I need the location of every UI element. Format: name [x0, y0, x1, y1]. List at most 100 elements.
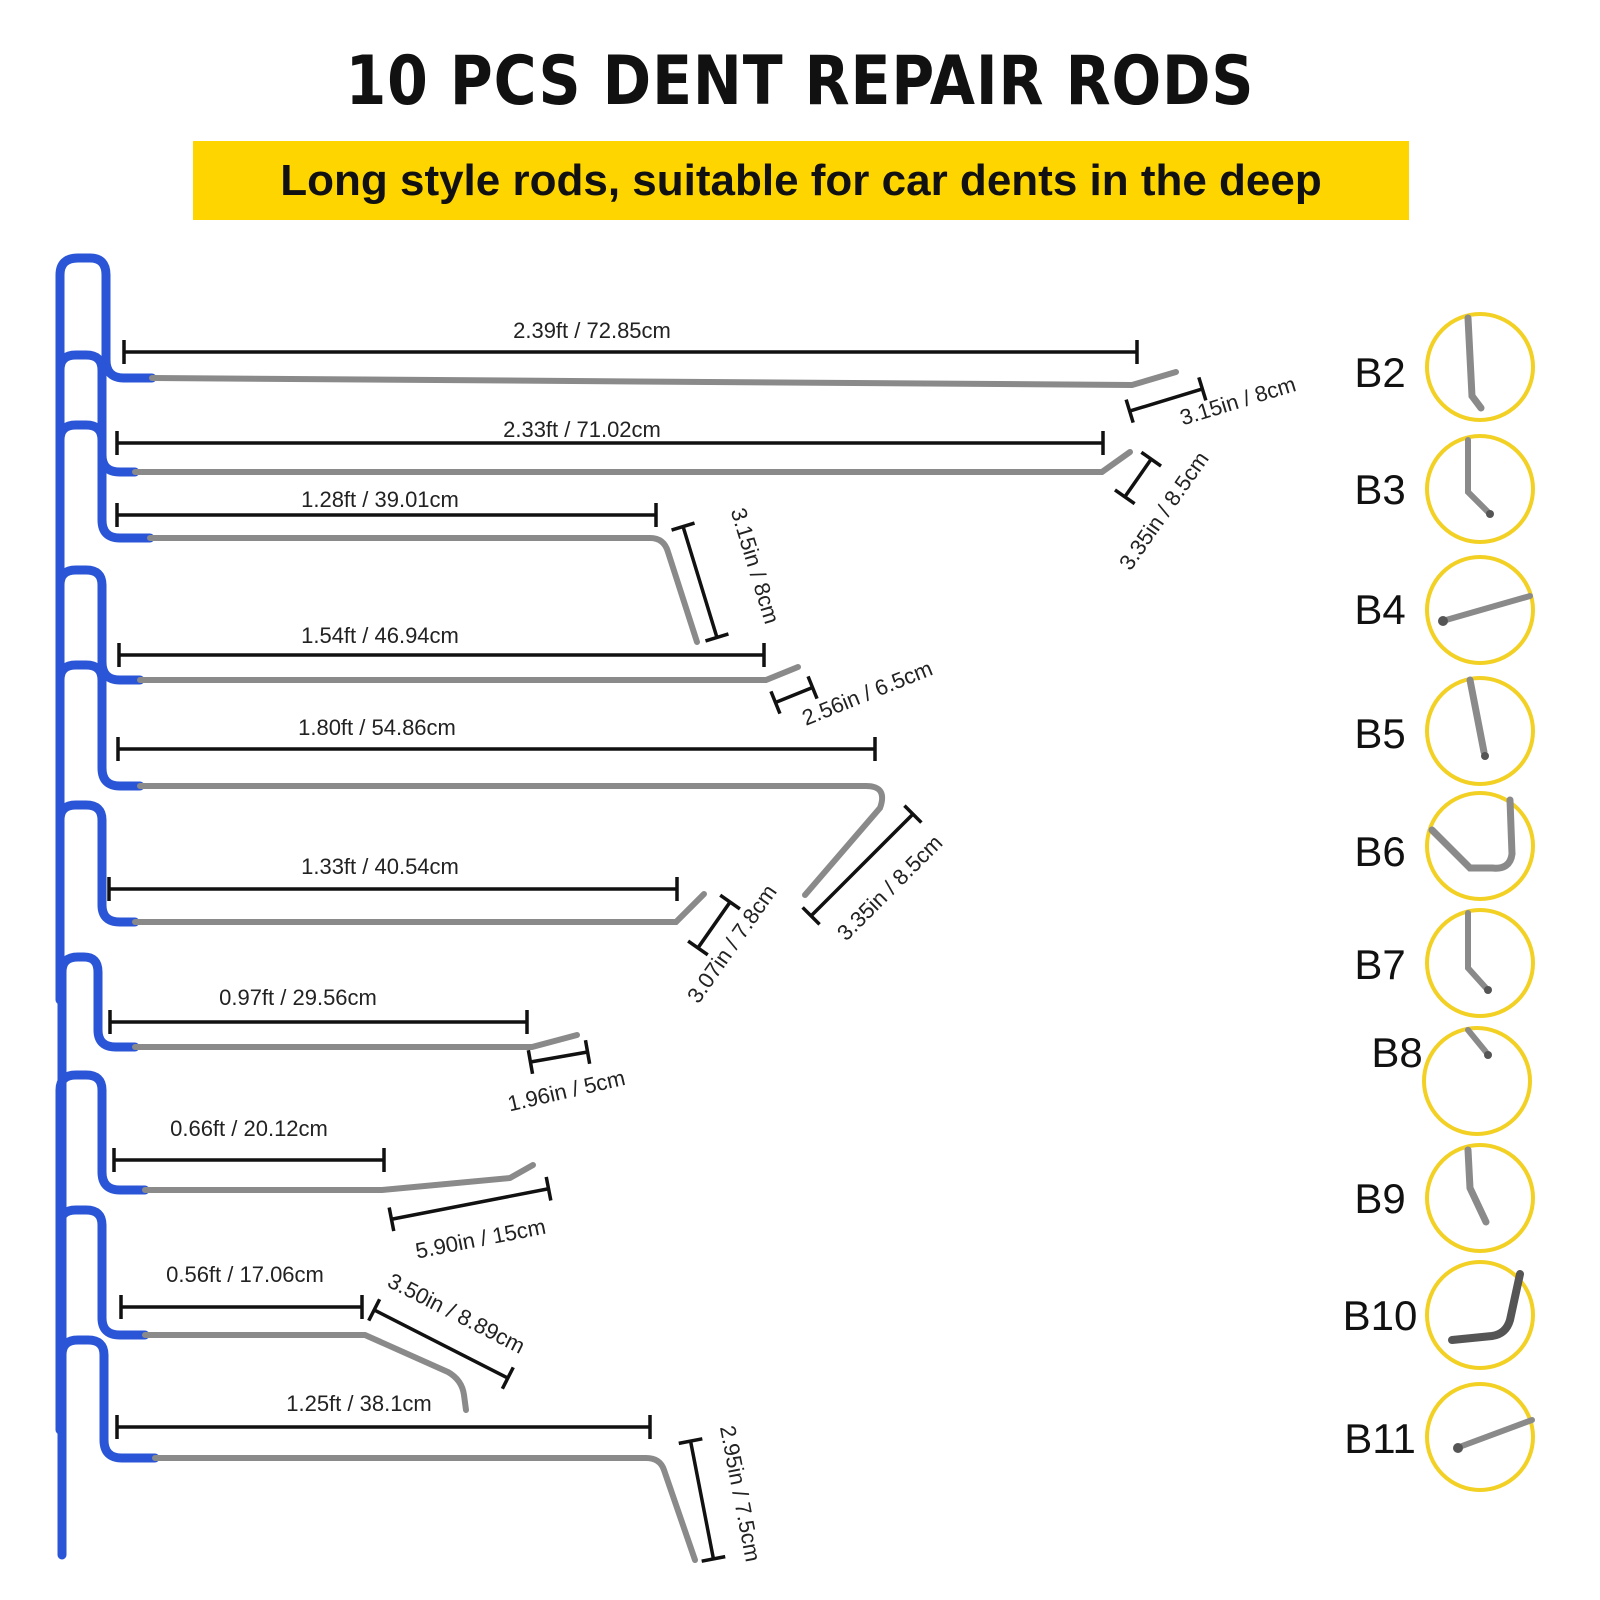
rod-b5-shaft: [137, 664, 801, 683]
rod-b7-shaft: [132, 891, 707, 925]
tip-b6: B6: [1354, 791, 1535, 901]
rod-b7-tip-dimension: [687, 893, 741, 957]
rod-b3-handle: [55, 350, 140, 985]
rod-b9-handle: [55, 1070, 150, 1430]
tip-b7-code: B7: [1354, 941, 1405, 988]
rod-b11-length-label: 1.25ft / 38.1cm: [286, 1391, 432, 1416]
tip-b7: B7: [1354, 908, 1535, 1018]
tip-b3-illustration: [1465, 437, 1491, 515]
rod-b10-handle: [55, 1205, 150, 1435]
tip-b5: B5: [1354, 676, 1535, 786]
tip-b9-circle: [1425, 1143, 1535, 1253]
tip-b10-illustration: [1448, 1270, 1524, 1344]
tip-b7-illustration: [1465, 910, 1489, 991]
tip-b2-illustration: [1464, 314, 1485, 412]
rod-b9-tip-label: 5.90in / 15cm: [413, 1214, 547, 1264]
tip-b7-ball: [1484, 986, 1492, 994]
rod-b8-handle: [57, 952, 140, 1415]
rod-b2-shaft: [149, 369, 1179, 389]
rod-b6-tip-dimension: [801, 804, 923, 926]
tip-b3: B3: [1354, 434, 1535, 544]
tip-b5-illustration: [1466, 676, 1488, 756]
tip-b9-code: B9: [1354, 1175, 1405, 1222]
rod-b8: 0.97ft / 29.56cm 1.96in / 5cm: [57, 952, 628, 1415]
rod-b8-tip-label: 1.96in / 5cm: [505, 1065, 627, 1116]
tip-b11: B11: [1344, 1382, 1535, 1492]
tip-b2-circle: [1425, 312, 1535, 422]
subtitle-banner: Long style rods, suitable for car dents …: [193, 141, 1409, 220]
rod-b5-handle: [55, 565, 145, 995]
tip-b8-circle: [1422, 1026, 1532, 1136]
rod-b4-tip-label: 3.15in / 8cm: [726, 505, 785, 627]
rod-b4-handle: [55, 420, 155, 990]
rod-b10-tip-dimension: [367, 1298, 515, 1390]
rod-b10-length-label: 0.56ft / 17.06cm: [166, 1262, 324, 1287]
rod-b11-tip-dimension: [678, 1437, 726, 1563]
rod-b9-length-label: 0.66ft / 20.12cm: [170, 1116, 328, 1141]
rod-b3-length-label: 2.33ft / 71.02cm: [503, 417, 661, 442]
rod-b8-tip-dimension: [526, 1039, 592, 1075]
rod-b2: 2.39ft / 72.85cm 3.15in / 8cm: [55, 253, 1299, 995]
rod-b8-shaft: [132, 1032, 580, 1050]
tip-b9-illustration: [1464, 1146, 1490, 1226]
tip-b11-code: B11: [1344, 1415, 1416, 1462]
rod-b11-tip-label: 2.95in / 7.5cm: [715, 1423, 766, 1563]
tip-b4-illustration: [1443, 593, 1533, 623]
rod-b2-tip-label: 3.15in / 8cm: [1177, 371, 1299, 430]
tip-b3-ball: [1486, 510, 1494, 518]
tip-b7-circle: [1425, 908, 1535, 1018]
tip-b9: B9: [1354, 1143, 1535, 1253]
tip-b5-ball: [1481, 752, 1489, 760]
rod-b3-tip-label: 3.35in / 8.5cm: [1114, 447, 1214, 575]
tip-b6-code: B6: [1354, 828, 1405, 875]
rod-b11-handle: [57, 1335, 160, 1560]
tip-b8-illustration: [1465, 1027, 1489, 1055]
rod-b3: 2.33ft / 71.02cm 3.35in / 8.5cm: [55, 350, 1214, 985]
tip-b4: B4: [1354, 555, 1535, 665]
tip-b10: B10: [1343, 1260, 1535, 1370]
rod-b11-shaft: [152, 1455, 698, 1563]
rod-b7-handle: [55, 800, 140, 1005]
banner-text: Long style rods, suitable for car dents …: [280, 156, 1322, 205]
tip-b4-ball: [1438, 616, 1448, 626]
tip-b6-illustration: [1428, 796, 1516, 872]
tip-b4-code: B4: [1354, 586, 1405, 633]
tip-b8: B8: [1371, 1026, 1532, 1136]
rod-b4-length-label: 1.28ft / 39.01cm: [301, 487, 459, 512]
rod-b8-length-label: 0.97ft / 29.56cm: [219, 985, 377, 1010]
rod-b5-tip-dimension: [769, 675, 819, 715]
rod-b6-shaft: [137, 783, 886, 898]
rod-b7-length-label: 1.33ft / 40.54cm: [301, 854, 459, 879]
tip-b11-ball: [1453, 1443, 1463, 1453]
rod-b4-shaft: [147, 535, 700, 645]
tip-b11-illustration: [1459, 1417, 1535, 1449]
rod-b2-length-label: 2.39ft / 72.85cm: [513, 318, 671, 343]
rod-b9-tip-dimension: [387, 1176, 553, 1232]
tip-b10-code: B10: [1343, 1292, 1418, 1339]
rod-b4-tip-dimension: [671, 521, 729, 643]
rod-b3-shaft: [132, 449, 1133, 475]
rod-b5: 1.54ft / 46.94cm 2.56in / 6.5cm: [55, 565, 936, 995]
rod-b3-tip-dimension: [1113, 450, 1163, 506]
rod-b5-length-label: 1.54ft / 46.94cm: [301, 623, 459, 648]
tip-b2: B2: [1354, 312, 1535, 422]
rod-b10-tip-label: 3.50in / 8.89cm: [384, 1268, 529, 1359]
rod-b2-tip-dimension: [1124, 376, 1208, 424]
rod-b6-length-label: 1.80ft / 54.86cm: [298, 715, 456, 740]
page-title: 10 PCS DENT REPAIR RODS: [345, 42, 1255, 121]
tip-b6-circle: [1425, 791, 1535, 901]
rod-b9: 0.66ft / 20.12cm 5.90in / 15cm: [55, 1070, 553, 1430]
tip-b8-code: B8: [1371, 1029, 1422, 1076]
tip-b2-code: B2: [1354, 349, 1405, 396]
rod-b2-handle: [55, 253, 157, 995]
rod-b6-handle: [55, 660, 145, 1000]
rod-b9-shaft: [142, 1162, 536, 1193]
rod-b10-shaft: [142, 1332, 469, 1413]
rod-b7: 1.33ft / 40.54cm 3.07in / 7.8cm: [55, 800, 782, 1007]
tip-b8-ball: [1484, 1051, 1492, 1059]
rod-b5-tip-label: 2.56in / 6.5cm: [798, 656, 935, 731]
rod-b11: 1.25ft / 38.1cm 2.95in / 7.5cm: [57, 1335, 766, 1564]
tip-b3-circle: [1425, 434, 1535, 544]
tip-b5-code: B5: [1354, 710, 1405, 757]
